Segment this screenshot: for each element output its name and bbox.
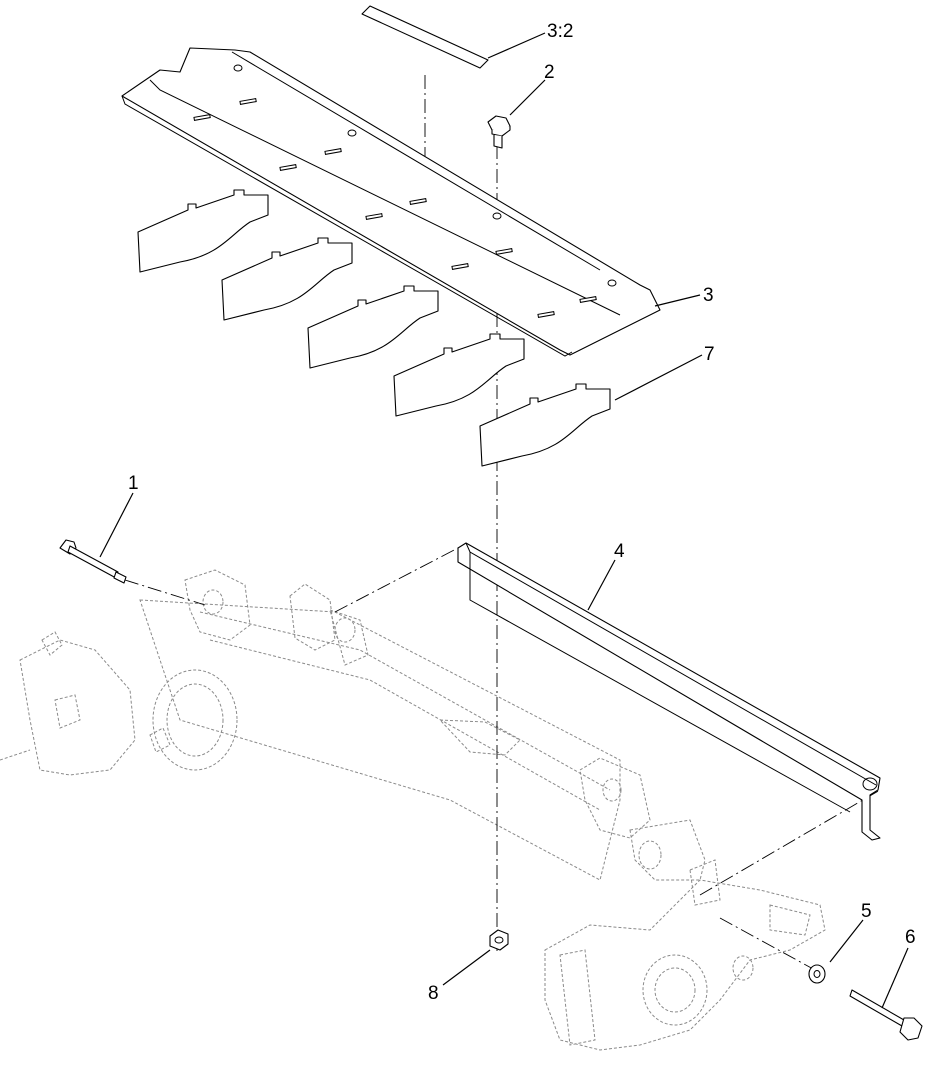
- leader-lines: [99, 32, 909, 1009]
- nut-part-8: [489, 929, 509, 951]
- baffle-panel: [221, 237, 353, 321]
- bolt-part-1: [59, 539, 127, 584]
- callout-3-2: 3:2: [547, 21, 573, 42]
- callout-4: 4: [614, 541, 625, 562]
- washer-part-5: [808, 964, 826, 984]
- top-plate-part-3: [121, 47, 661, 357]
- baffle-panel: [479, 383, 611, 467]
- callout-2: 2: [544, 62, 555, 83]
- callout-3: 3: [703, 285, 714, 306]
- plate-slots: [193, 98, 597, 318]
- callout-7: 7: [704, 344, 715, 365]
- bolt-part-6: [849, 989, 923, 1041]
- callout-6: 6: [905, 927, 916, 948]
- decal-part-3-2: [361, 5, 489, 69]
- callout-8: 8: [428, 983, 439, 1004]
- alignment-lines: [124, 75, 881, 971]
- frame-assembly-ghost: [0, 569, 826, 1051]
- baffle-panel: [307, 285, 439, 369]
- baffle-panels-part-7: [137, 189, 611, 467]
- callout-5: 5: [861, 901, 872, 922]
- callout-1: 1: [128, 473, 139, 494]
- baffle-panel: [393, 333, 525, 417]
- rod-part-4: [457, 542, 881, 841]
- bolt-part-2: [487, 115, 511, 149]
- baffle-panel: [137, 189, 269, 273]
- callout-labels: 3:2 2 3 7 1 4 5 6 8: [128, 21, 916, 1004]
